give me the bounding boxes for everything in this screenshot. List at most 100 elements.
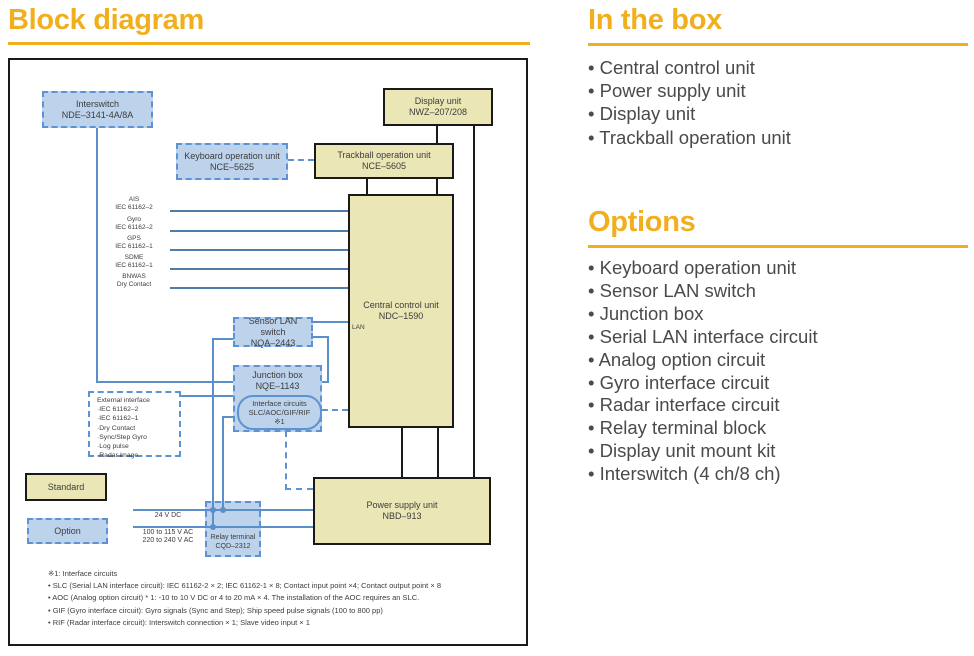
signal-name: GPS	[127, 235, 141, 242]
options-item: • Keyboard operation unit	[588, 257, 797, 278]
wire-signal-gps	[170, 249, 350, 251]
ccu-name: Central control unit	[363, 300, 439, 310]
options-item: • Gyro interface circuit	[588, 371, 770, 393]
footnotes: ※1: Interface circuits • SLC (Serial LAN…	[48, 567, 520, 629]
display-unit-model: NWZ–207/208	[408, 107, 468, 117]
signal-label-ais: AIS IEC 61162–2	[103, 196, 165, 211]
wire-relay-to-junction-h	[222, 416, 238, 418]
keyboard-unit-name: Keyboard operation unit	[184, 150, 280, 161]
label-24vdc: 24 V DC	[154, 512, 182, 519]
ccu-lan-port-label: LAN	[352, 324, 365, 331]
signal-label-sdme: SDME IEC 61162–1	[103, 254, 165, 269]
wire-interface-to-psu-v	[285, 431, 287, 490]
footnote-item: • RIF (Radar interface circuit): Intersw…	[48, 617, 310, 627]
legend-option-label: Option	[54, 525, 81, 536]
signal-label-gyro: Gyro IEC 61162–2	[103, 216, 165, 231]
signal-spec: IEC 61162–2	[115, 223, 153, 231]
interface-circuits-line2: SLC/AOC/GIF/RIF	[248, 408, 311, 417]
options-item: • Relay terminal block	[588, 417, 767, 439]
wire-relay-to-junction-v	[222, 416, 224, 511]
options-list: • Keyboard operation unit • Sensor LAN s…	[588, 257, 818, 486]
junction-box-name: Junction box	[252, 370, 303, 380]
wire-trackball-to-ccu	[366, 179, 368, 195]
signal-label-gps: GPS IEC 61162–1	[103, 235, 165, 250]
trackball-unit-name: Trackball operation unit	[337, 150, 431, 160]
power-supply-unit-box: Power supply unit NBD–913	[313, 477, 491, 545]
legend-standard: Standard	[25, 473, 107, 501]
junction-dot-3	[210, 524, 216, 530]
external-interface-item: ·Sync/Step Gyro	[97, 433, 147, 441]
wire-interswitch-vertical	[96, 127, 98, 383]
trackball-unit-box: Trackball operation unit NCE–5605	[314, 143, 454, 179]
interface-circuits-box: Interface circuits SLC/AOC/GIF/RIF ※1	[237, 395, 322, 430]
wire-signal-bnwas	[170, 287, 350, 289]
keyboard-unit-box: Keyboard operation unit NCE–5625	[176, 143, 288, 180]
sensor-lan-switch-box: Sensor LAN switch NQA–2443	[233, 316, 313, 348]
legend-option: Option	[27, 518, 108, 544]
signal-spec: Dry Contact	[116, 280, 152, 288]
in-the-box-item: • Trackball operation unit	[588, 126, 791, 148]
external-interface-item: ·Radar image	[97, 452, 139, 460]
wire-sensorlan-to-junction-v	[327, 336, 329, 383]
label-ac: 100 to 115 V AC 220 to 240 V AC	[128, 529, 208, 545]
options-rule	[588, 245, 968, 248]
trackball-unit-model: NCE–5605	[361, 161, 407, 171]
options-item: • Radar interface circuit	[588, 394, 780, 416]
junction-dot-1	[210, 507, 216, 513]
wire-external-to-interface	[180, 395, 238, 397]
external-interface-item: ·Log pulse	[97, 443, 129, 451]
interface-circuits-line1: Interface circuits	[252, 399, 307, 408]
signal-label-bnwas: BNWAS Dry Contact	[103, 273, 165, 288]
label-ac-1: 100 to 115 V AC	[142, 529, 194, 536]
interswitch-name: Interswitch	[75, 98, 119, 109]
wire-ac	[133, 526, 315, 528]
signal-name: AIS	[128, 196, 140, 203]
external-interface-item: ·IEC 61162–2	[97, 406, 139, 414]
footnote-item: • SLC (Serial LAN interface circuit): IE…	[48, 581, 441, 590]
block-diagram-rule	[8, 42, 530, 45]
signal-spec: IEC 61162–1	[115, 242, 153, 250]
wire-signal-sdme	[170, 268, 350, 270]
wire-keyboard-to-trackball	[288, 159, 314, 161]
wire-relay-to-sensorlan-h	[212, 338, 234, 340]
legend-standard-label: Standard	[47, 481, 85, 492]
wire-interface-to-ccu	[322, 409, 348, 411]
external-interface-item: ·IEC 61162–1	[97, 415, 139, 423]
wire-interswitch-to-junction	[96, 381, 234, 383]
options-item: • Display unit mount kit	[588, 440, 776, 462]
wire-ccu-to-psu-2	[437, 427, 439, 478]
central-control-unit-box: Central control unit NDC–1590	[348, 194, 454, 428]
footnote-title: ※1: Interface circuits	[48, 569, 118, 578]
wire-display-to-psu	[473, 125, 475, 478]
psu-name: Power supply unit	[366, 500, 438, 510]
display-unit-name: Display unit	[414, 96, 462, 106]
options-item: • Junction box	[588, 302, 704, 324]
signal-spec: IEC 61162–2	[115, 203, 153, 211]
in-the-box-item: • Display unit	[588, 103, 696, 125]
options-item: • Serial LAN interface circuit	[588, 325, 818, 347]
footnote-item: • AOC (Analog option circuit) * 1: -10 t…	[48, 593, 420, 603]
display-unit-box: Display unit NWZ–207/208	[383, 88, 493, 126]
wire-signal-gyro	[170, 230, 350, 232]
junction-box-model: NQE–1143	[255, 381, 300, 391]
wire-sensorlan-to-junction-h2	[321, 381, 329, 383]
in-the-box-rule	[588, 43, 968, 46]
options-item: • Sensor LAN switch	[588, 279, 756, 301]
signal-spec: IEC 61162–1	[115, 261, 153, 269]
in-the-box-title: In the box	[588, 4, 722, 36]
interswitch-model: NDE–3141-4A/8A	[61, 109, 134, 120]
options-item: • Analog option circuit	[588, 348, 766, 370]
ccu-model: NDC–1590	[378, 311, 424, 321]
external-interface-item: ·Dry Contact	[97, 424, 136, 432]
wire-interface-to-psu-h	[285, 488, 313, 490]
in-the-box-item: • Central control unit	[588, 57, 755, 78]
external-interface-box: External interface ·IEC 61162–2 ·IEC 611…	[88, 391, 181, 460]
relay-terminal-model: CQD–2312	[215, 542, 251, 550]
interface-circuits-line3: ※1	[274, 417, 285, 426]
keyboard-unit-model: NCE–5625	[209, 161, 255, 172]
interswitch-box: Interswitch NDE–3141-4A/8A	[42, 91, 153, 128]
in-the-box-item: • Power supply unit	[588, 80, 746, 102]
wire-signal-ais	[170, 210, 350, 212]
signal-name: SDME	[124, 254, 144, 261]
